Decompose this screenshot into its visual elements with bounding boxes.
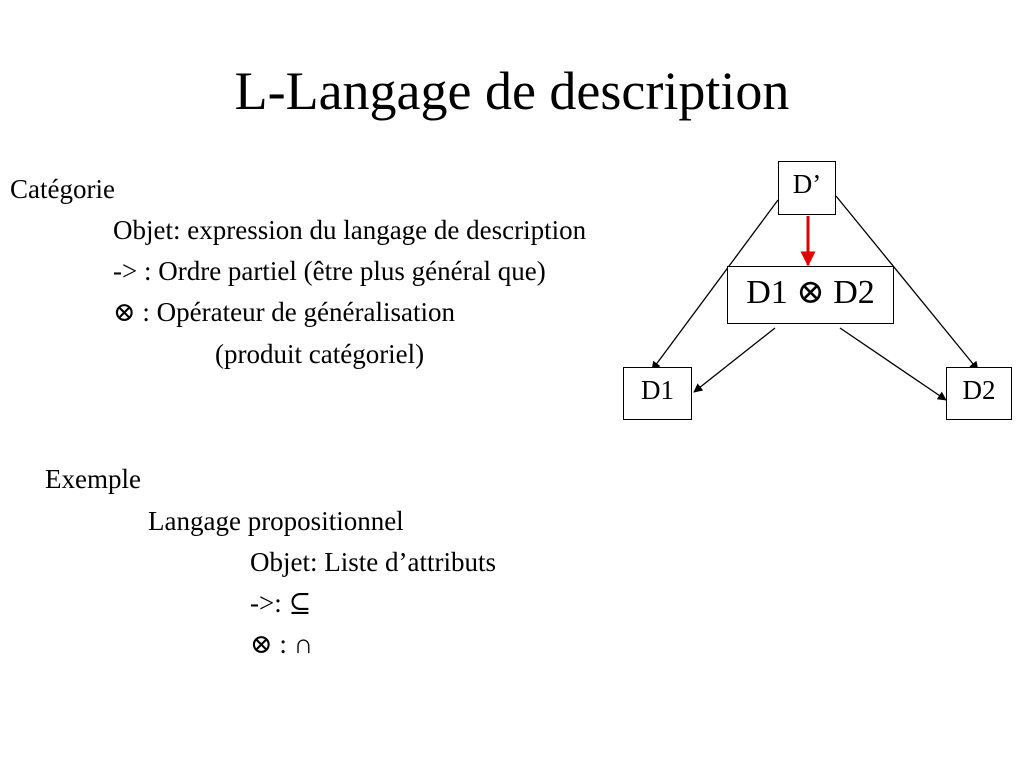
exemple-heading: Exemple — [45, 464, 141, 494]
exemple-ordre-line: ->: ⊆ — [250, 588, 312, 618]
arrow-middle-to-left — [693, 327, 776, 393]
categorie-heading: Catégorie — [10, 174, 115, 204]
categorie-objet-line: Objet: expression du langage de descript… — [113, 215, 587, 245]
exemple-langage-line: Langage propositionnel — [148, 506, 404, 536]
node-d2: D2 — [946, 367, 1012, 420]
arrow-middle-to-right — [839, 327, 947, 401]
categorie-operateur-line: ⊗ : Opérateur de généralisation — [113, 297, 455, 327]
slide-title: L-Langage de description — [234, 61, 790, 121]
node-d1-otimes-d2: D1 ⊗ D2 — [727, 266, 894, 324]
categorie-ordre-line: -> : Ordre partiel (être plus général qu… — [113, 256, 546, 286]
categorie-produit-line: (produit catégoriel) — [215, 339, 425, 369]
exemple-operateur-line: ⊗ : ∩ — [250, 629, 314, 659]
node-d-prime: D’ — [778, 161, 836, 215]
node-d1: D1 — [623, 367, 692, 420]
exemple-objet-line: Objet: Liste d’attributs — [250, 547, 496, 577]
